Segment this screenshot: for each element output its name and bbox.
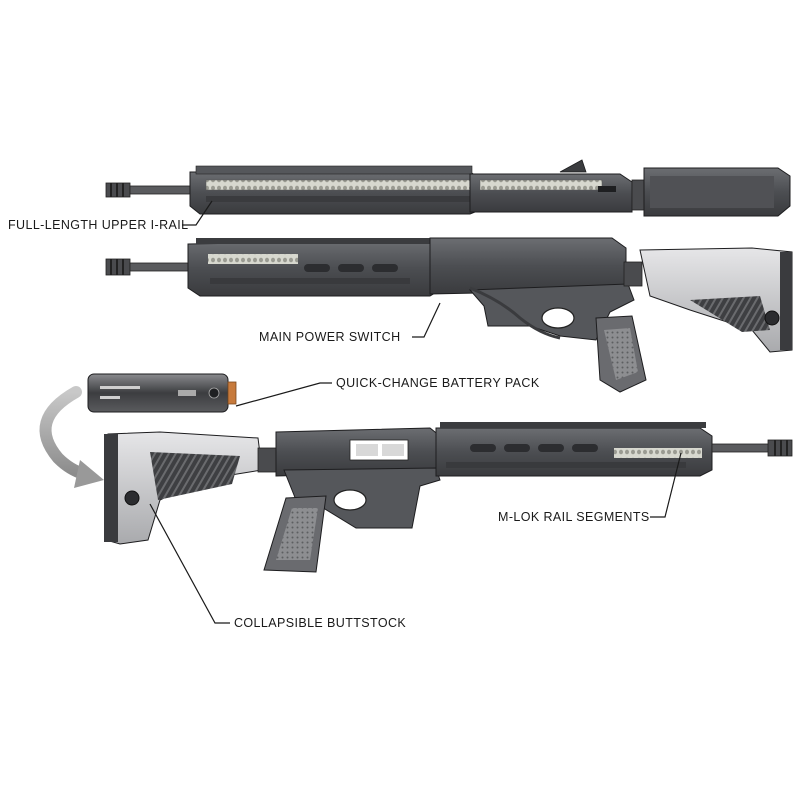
rifle-top-view <box>105 159 791 217</box>
callout-buttstock: COLLAPSIBLE BUTTSTOCK <box>234 616 407 630</box>
rifle-left-side-view <box>104 422 793 573</box>
leader-mlok-rail <box>650 452 682 518</box>
battery-pack <box>87 373 237 413</box>
leader-lines <box>149 200 682 624</box>
rifle-right-side-view <box>105 237 793 393</box>
callout-upper-rail: FULL-LENGTH UPPER I-RAIL <box>8 218 189 232</box>
curved-arrow-icon <box>39 386 104 488</box>
leader-power-switch <box>412 302 441 338</box>
callout-battery-pack: QUICK-CHANGE BATTERY PACK <box>336 376 540 390</box>
callout-power-switch: MAIN POWER SWITCH <box>259 330 401 344</box>
leader-battery-pack <box>235 382 332 407</box>
callout-mlok-rail: M-LOK RAIL SEGMENTS <box>498 510 650 524</box>
leader-upper-rail <box>182 200 213 226</box>
leader-buttstock <box>149 503 230 624</box>
